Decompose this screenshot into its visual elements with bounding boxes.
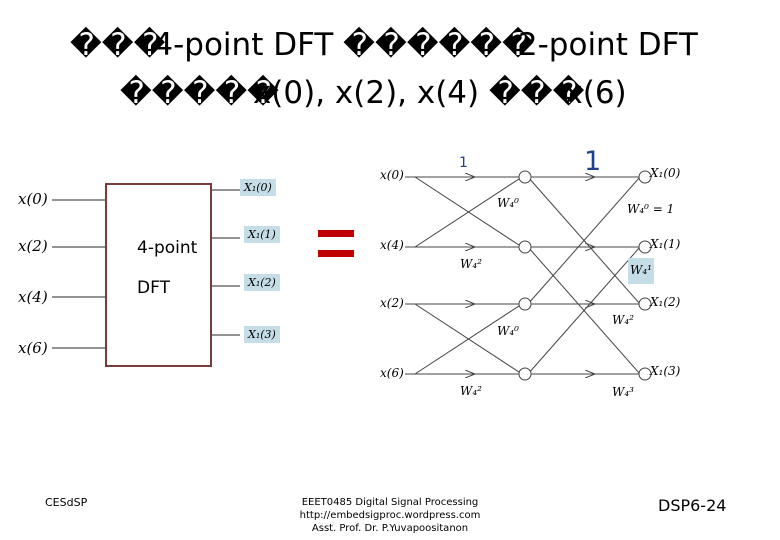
block-input-3: x(6) [18,339,48,357]
title-4point: 4-point DFT [153,27,334,63]
title-2point: 2-point DFT [517,27,698,63]
bf-twiddle-s2-1: W₄¹ [630,263,652,277]
block-input-0: x(0) [18,190,48,208]
title-garbled-3: ����� [120,75,279,111]
bf-output-1: X₁(1) [650,237,681,251]
bf-input-3: x(6) [380,366,404,380]
footer-author: Asst. Prof. Dr. P.Yuvapoositanon [311,523,469,534]
bf-output-0: X₁(0) [650,166,681,180]
block-output-1: X₁(1) [244,226,280,243]
bf-twiddle-s2-2: W₄² [612,313,634,327]
bf-output-2: X₁(2) [650,295,681,309]
bf-twiddle-s1-3: W₄² [460,384,482,398]
dft-box-label-1: 4-point [137,238,198,258]
block-output-3: X₁(3) [244,326,280,343]
bf-output-3: X₁(3) [650,364,681,378]
bf-twiddle-s2-3: W₄³ [612,385,634,399]
slide-title-line2: �����x(0), x(2), x(4) ���x(6) [120,78,627,109]
block-input-2: x(4) [18,288,48,306]
footer-url: http://embedsigproc.wordpress.com [299,510,481,521]
bf-twiddle-s1-1: W₄² [460,257,482,271]
bf-twiddle-s1-0: W₄⁰ [497,196,519,210]
footer-slide-number: DSP6-24 [658,496,727,515]
bf-input-1: x(4) [380,238,404,252]
bf-input-0: x(0) [380,168,404,182]
footer-left: CESdSP [45,496,88,509]
bf-twiddle-s2-0: W₄⁰ = 1 [627,202,675,216]
title-garbled-2: ������ [343,27,534,63]
annotation-small-1: 1 [459,155,468,171]
title-garbled-4: ��� [489,75,585,111]
block-input-1: x(2) [18,237,48,255]
block-output-0: X₁(0) [240,179,276,196]
title-garbled-1: ��� [70,27,166,63]
block-output-2: X₁(2) [244,274,280,291]
footer-center: EEET0485 Digital Signal Processing http:… [290,496,490,535]
dft-box-label-2: DFT [137,278,170,298]
footer-course: EEET0485 Digital Signal Processing [301,497,479,508]
annotation-large-1: 1 [584,146,602,177]
bf-input-2: x(2) [380,296,404,310]
title-inputs: x(0), x(2), x(4) [252,75,480,111]
dft-4point-box [105,183,212,367]
bf-twiddle-s1-2: W₄⁰ [497,324,519,338]
slide-title-line1: ���4-point DFT ������2-point DFT [70,30,698,61]
equals-sign [318,230,354,258]
title-x6: x(6) [564,75,627,111]
